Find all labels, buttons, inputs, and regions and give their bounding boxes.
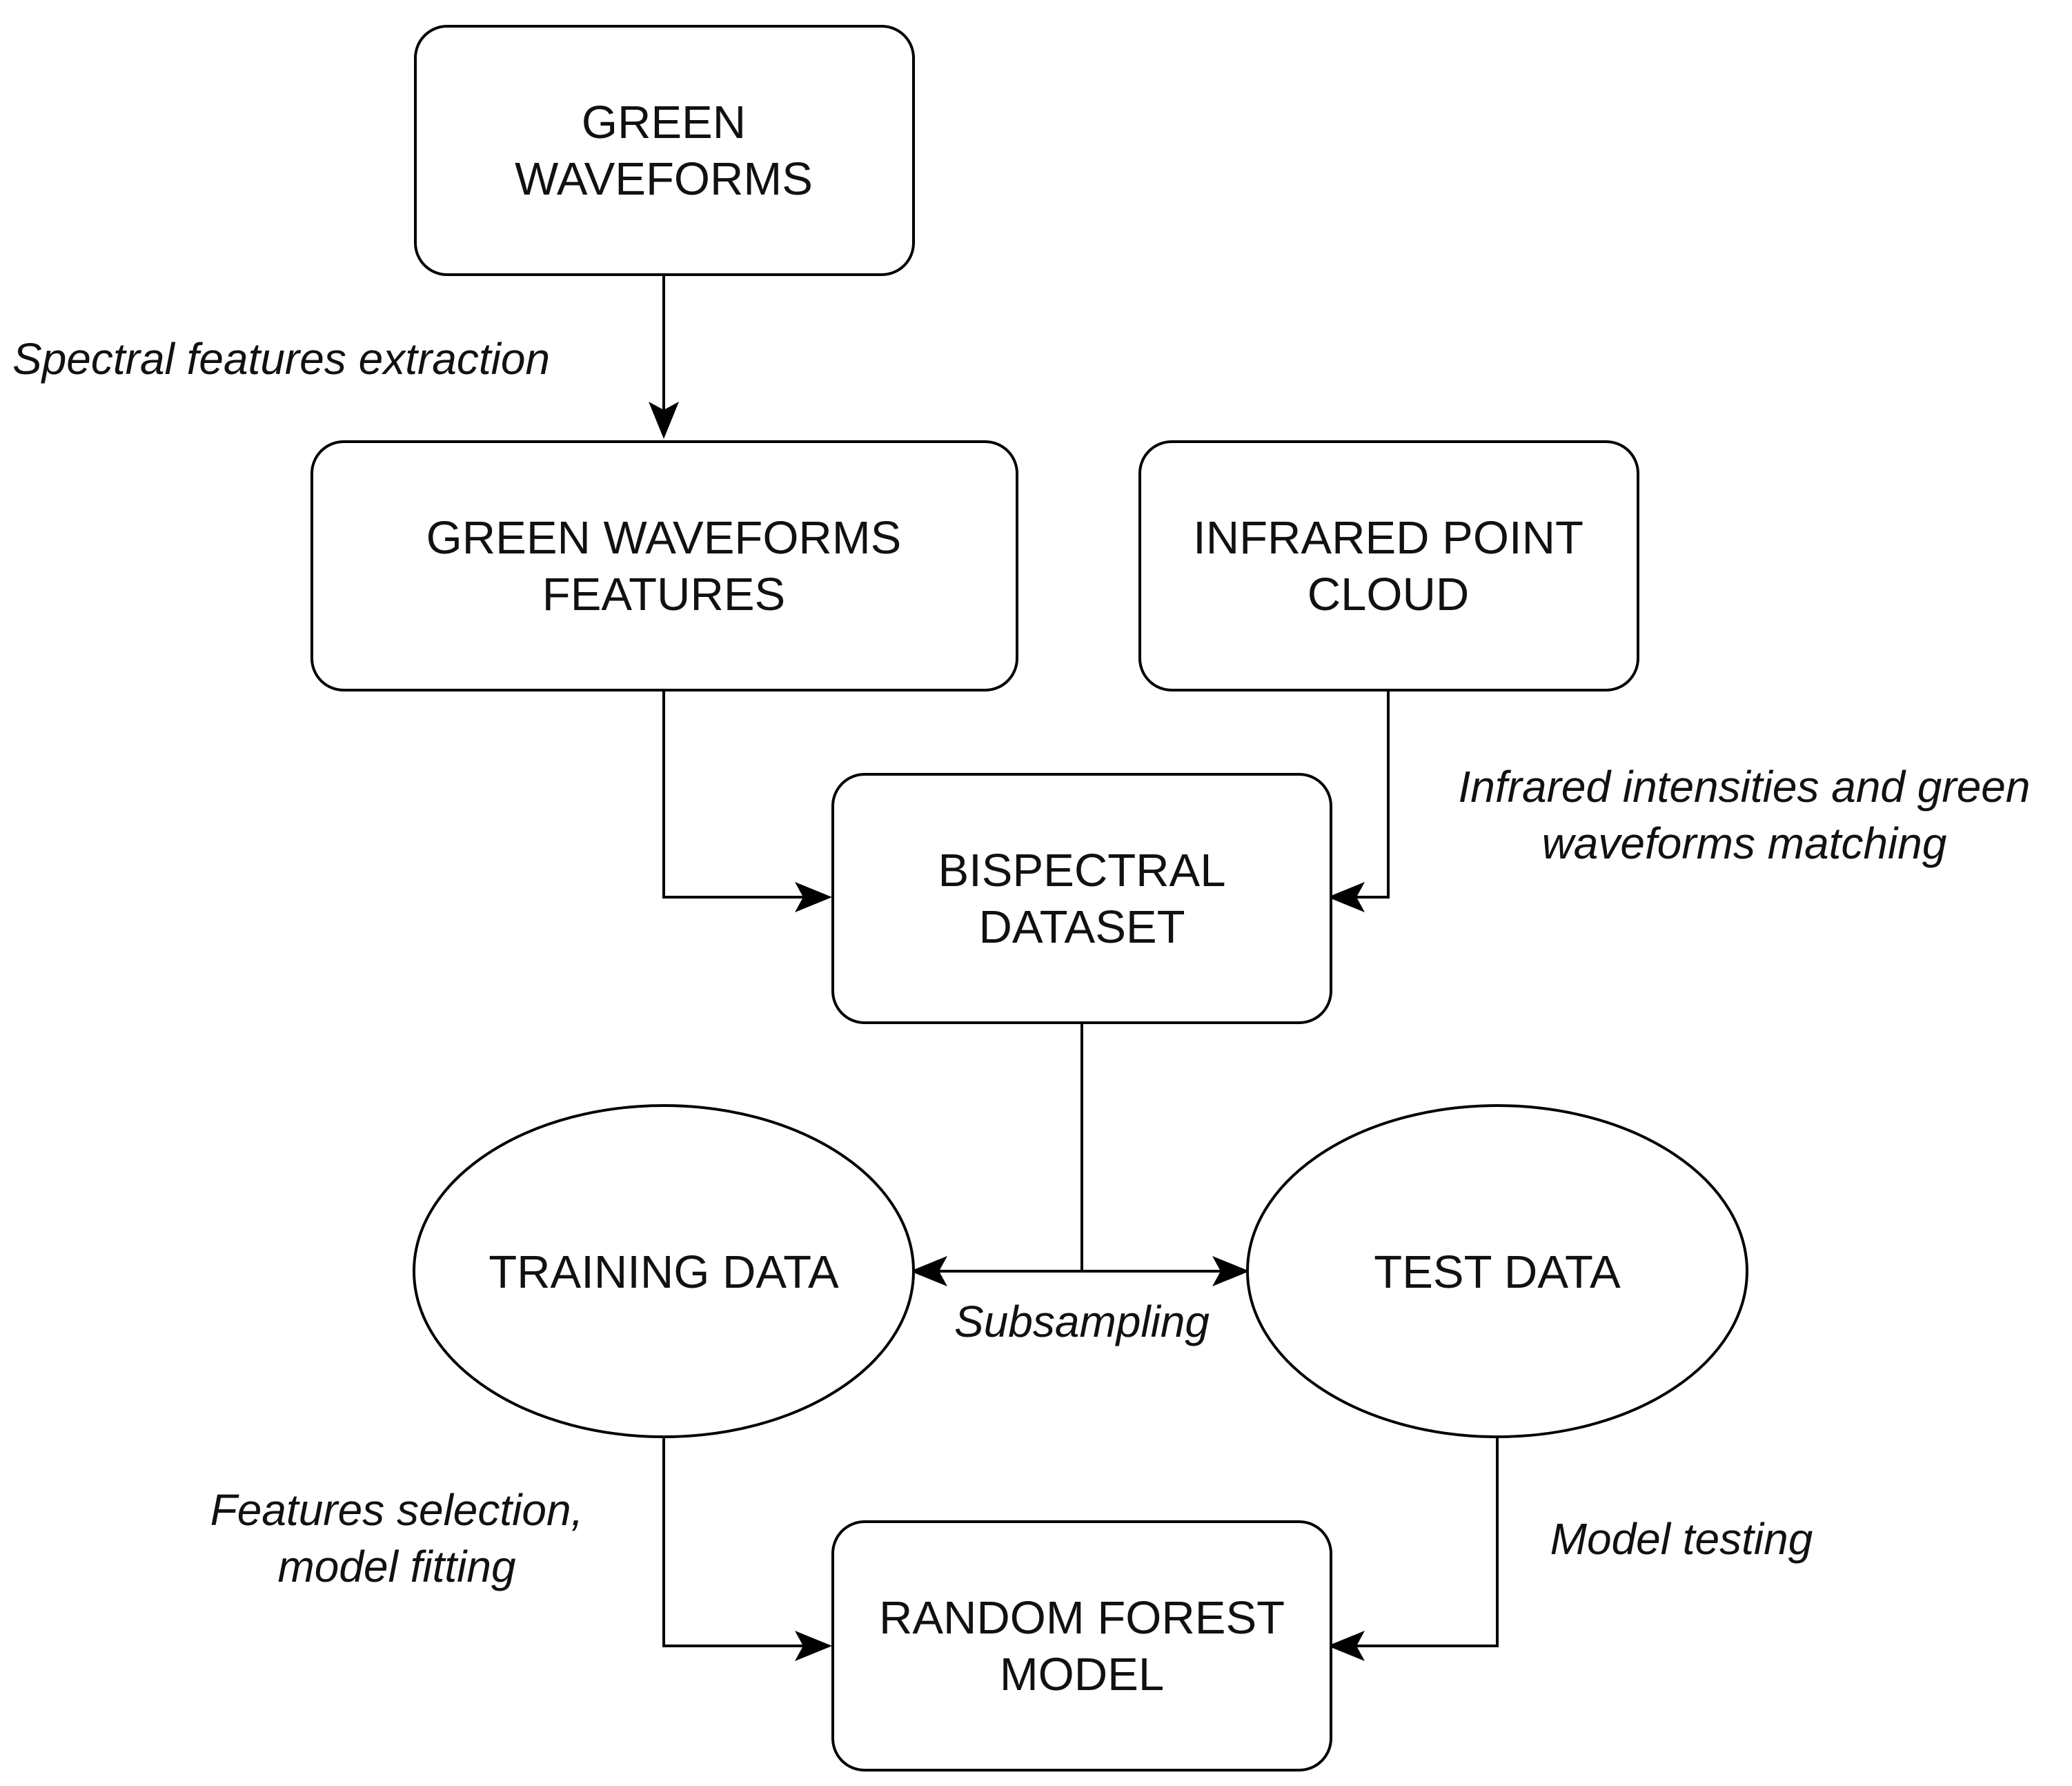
node-training-label: TRAINING DATA: [489, 1246, 839, 1298]
edge-label-fitting-line1: Features selection,: [210, 1485, 584, 1535]
edge-label-fitting-line2: model fitting: [277, 1542, 515, 1591]
node-model-line1: RANDOM FOREST: [879, 1592, 1285, 1644]
arrowhead-dataset-right: [1328, 882, 1365, 912]
node-model-line2: MODEL: [1000, 1649, 1164, 1700]
node-features-line1: GREEN WAVEFORMS: [426, 512, 902, 564]
edge-label-subsampling: Subsampling: [954, 1297, 1210, 1346]
edge-test-to-model: [1332, 1437, 1499, 1647]
node-green-waveforms-line1: GREEN: [582, 97, 746, 148]
arrowhead-model-left: [795, 1631, 832, 1661]
node-features-line2: FEATURES: [542, 569, 785, 620]
edge-training-to-model: [662, 1437, 828, 1647]
node-test-data: TEST DATA: [1246, 1104, 1748, 1438]
node-bispectral-dataset: BISPECTRAL DATASET: [831, 773, 1332, 1024]
node-dataset-line1: BISPECTRAL: [938, 845, 1225, 896]
arrowhead-features: [649, 402, 679, 439]
edge-features-to-dataset: [662, 690, 828, 899]
node-infrared-point-cloud: INFRARED POINT CLOUD: [1138, 440, 1639, 691]
edge-label-matching-line1: Infrared intensities and green: [1459, 762, 2031, 812]
edge-label-spectral-extraction: Spectral features extraction: [12, 334, 550, 384]
node-green-waveforms: GREEN WAVEFORMS: [414, 25, 915, 276]
edge-infrared-to-dataset: [1332, 690, 1390, 899]
node-test-label: TEST DATA: [1374, 1246, 1621, 1298]
edge-label-model-testing: Model testing: [1550, 1514, 1813, 1564]
arrowhead-test: [1212, 1256, 1250, 1286]
node-random-forest-model: RANDOM FOREST MODEL: [831, 1520, 1332, 1772]
node-green-waveforms-features: GREEN WAVEFORMS FEATURES: [310, 440, 1018, 691]
node-infrared-line1: INFRARED POINT: [1193, 512, 1583, 564]
node-green-waveforms-line2: WAVEFORMS: [515, 153, 813, 205]
edge-label-matching-line2: waveforms matching: [1542, 818, 1947, 868]
arrowhead-model-right: [1328, 1631, 1365, 1661]
arrowhead-dataset-left: [795, 882, 832, 912]
node-dataset-line2: DATASET: [978, 901, 1185, 953]
node-training-data: TRAINING DATA: [413, 1104, 915, 1438]
node-infrared-line2: CLOUD: [1308, 569, 1470, 620]
arrowhead-training: [910, 1256, 947, 1286]
